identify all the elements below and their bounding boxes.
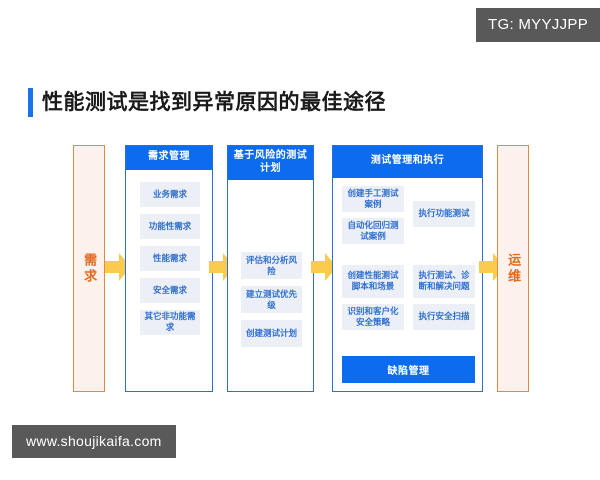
stage-1-item[interactable]: 安全需求 (140, 277, 200, 303)
stage-1-header: 需求管理 (126, 146, 212, 170)
stage-3-item[interactable]: 自动化回归测试案例 (342, 217, 404, 244)
stage-3-item[interactable]: 执行测试、诊断和解决问题 (413, 264, 475, 298)
stage-risk-based-test-plan: 基于风险的测试计划 评估和分析风险 建立测试优先级 创建测试计划 (227, 145, 314, 392)
arrow-right-icon-3 (311, 252, 337, 282)
stage-2-body: 评估和分析风险 建立测试优先级 创建测试计划 (228, 180, 313, 391)
stage-3-item[interactable]: 执行功能测试 (413, 200, 475, 227)
stage-2-header: 基于风险的测试计划 (228, 146, 313, 180)
stage-3-item[interactable]: 创建手工测试案例 (342, 185, 404, 212)
stage-3-body: 创建手工测试案例 自动化回归测试案例 创建性能测试脚本和场景 识别和客户化安全策… (333, 178, 482, 392)
stage-2-item-list: 评估和分析风险 建立测试优先级 创建测试计划 (241, 252, 302, 354)
page-title: 性能测试是找到异常原因的最佳途径 (28, 88, 386, 117)
flow-start-column: 需求 (73, 145, 105, 392)
stage-3-right-item-list: 执行功能测试 执行测试、诊断和解决问题 执行安全扫描 (413, 186, 475, 330)
telegram-watermark-badge: TG: MYYJJPP (476, 8, 600, 42)
stage-2-item[interactable]: 评估和分析风险 (241, 252, 302, 279)
flow-end-label: 运维 (506, 252, 522, 285)
stage-test-management-execution: 测试管理和执行 创建手工测试案例 自动化回归测试案例 创建性能测试脚本和场景 识… (332, 145, 483, 392)
stage-3-header: 测试管理和执行 (333, 146, 482, 178)
stage-1-body: 业务需求 功能性需求 性能需求 安全需求 其它非功能需求 (126, 170, 212, 392)
stage-3-item-grid: 创建手工测试案例 自动化回归测试案例 创建性能测试脚本和场景 识别和客户化安全策… (342, 185, 475, 330)
stage-2-item[interactable]: 建立测试优先级 (241, 286, 302, 313)
stage-1-item-list: 业务需求 功能性需求 性能需求 安全需求 其它非功能需求 (140, 181, 200, 342)
stage-1-item[interactable]: 性能需求 (140, 245, 200, 271)
title-accent-bar (28, 88, 33, 117)
stage-3-item[interactable]: 创建性能测试脚本和场景 (342, 264, 404, 298)
arrow-right-icon-1 (105, 252, 131, 282)
stage-3-item[interactable]: 执行安全扫描 (413, 303, 475, 330)
stage-1-item[interactable]: 业务需求 (140, 181, 200, 207)
stage-requirements-management: 需求管理 业务需求 功能性需求 性能需求 安全需求 其它非功能需求 (125, 145, 213, 392)
stage-1-item[interactable]: 其它非功能需求 (140, 309, 200, 335)
stage-2-item[interactable]: 创建测试计划 (241, 320, 302, 347)
stage-1-item[interactable]: 功能性需求 (140, 213, 200, 239)
flow-start-label: 需求 (82, 252, 98, 285)
stage-3-footer-defect-management[interactable]: 缺陷管理 (342, 356, 475, 383)
stage-3-left-item-list: 创建手工测试案例 自动化回归测试案例 创建性能测试脚本和场景 识别和客户化安全策… (342, 185, 404, 330)
stage-3-item[interactable]: 识别和客户化安全策略 (342, 303, 404, 330)
site-watermark-badge: www.shoujikaifa.com (12, 425, 176, 458)
flow-end-column: 运维 (497, 145, 529, 392)
page-title-text: 性能测试是找到异常原因的最佳途径 (42, 91, 386, 114)
